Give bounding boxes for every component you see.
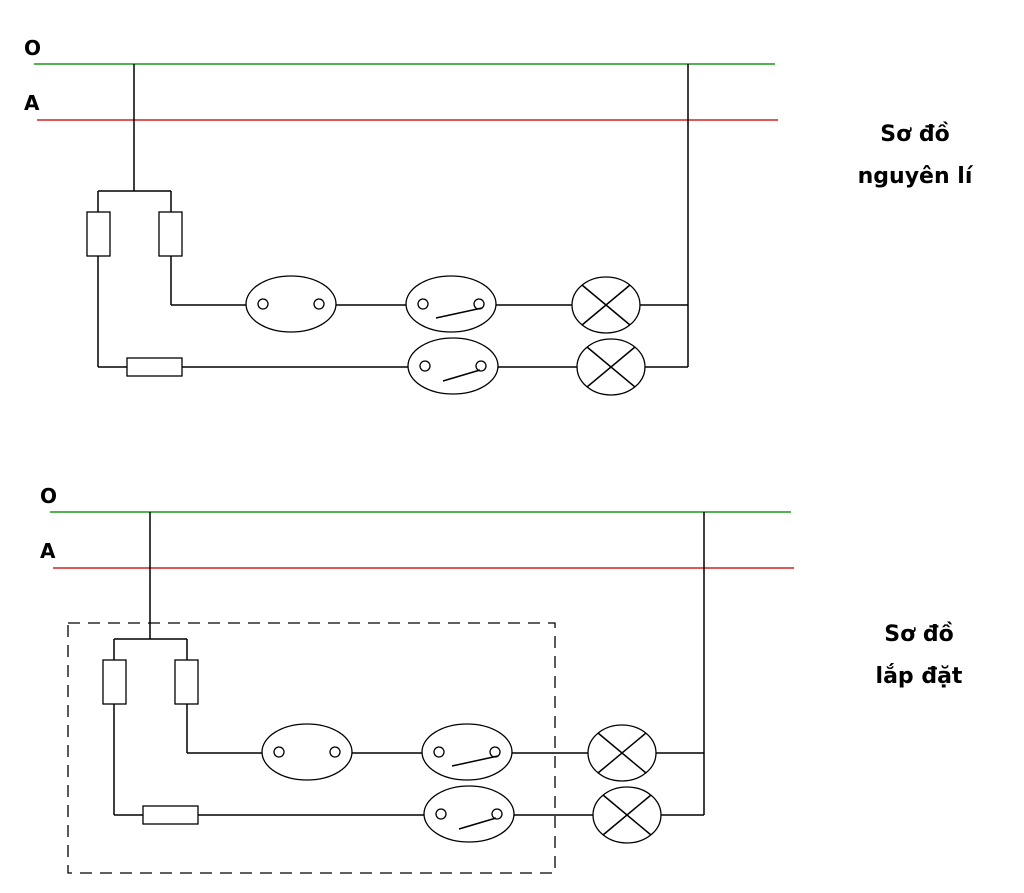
fuse-right xyxy=(158,211,183,257)
diagram-title-line2: lắp đặt xyxy=(876,663,963,689)
phase-wire-label: A xyxy=(24,91,40,115)
diagram-title-line2: nguyên lí xyxy=(858,164,974,189)
phase-wire-label: A xyxy=(40,539,56,563)
electrical-board-outline xyxy=(67,622,556,874)
switch-1-contact-left xyxy=(417,298,429,310)
socket-pin-left xyxy=(257,298,269,310)
switch-2-contact-right xyxy=(475,360,487,372)
fuse-right xyxy=(174,659,199,705)
lamp-1 xyxy=(587,724,657,782)
switch-2-contact-left xyxy=(419,360,431,372)
switch-2 xyxy=(423,785,515,843)
diagram-title-line1: Sơ đồ xyxy=(880,122,949,147)
switch-1-lever xyxy=(435,307,483,319)
switch-2-lever xyxy=(442,369,481,382)
fuse-left xyxy=(102,659,127,705)
installation-diagram: O A xyxy=(40,484,963,874)
fuse-horizontal xyxy=(126,357,183,377)
switch-2 xyxy=(407,337,499,395)
switch-1-contact-right xyxy=(489,746,501,758)
switch-2-contact-right xyxy=(491,808,503,820)
neutral-wire-label: O xyxy=(40,484,57,508)
socket-outlet xyxy=(245,275,337,333)
switch-2-contact-left xyxy=(435,808,447,820)
neutral-wire-label: O xyxy=(24,36,41,60)
switch-1-contact-right xyxy=(473,298,485,310)
lamp-2 xyxy=(576,338,646,396)
socket-pin-left xyxy=(273,746,285,758)
socket-pin-right xyxy=(329,746,341,758)
fuse-left xyxy=(86,211,111,257)
schematic-diagram: O A xyxy=(24,36,974,396)
fuse-horizontal xyxy=(142,805,199,825)
socket-outlet xyxy=(261,723,353,781)
lamp-2 xyxy=(592,786,662,844)
socket-pin-right xyxy=(313,298,325,310)
switch-1 xyxy=(405,275,497,333)
switch-1-contact-left xyxy=(433,746,445,758)
switch-1 xyxy=(421,723,513,781)
switch-2-lever xyxy=(458,817,497,830)
switch-1-lever xyxy=(451,755,499,767)
diagram-title-line1: Sơ đồ xyxy=(884,622,953,647)
lamp-1 xyxy=(571,276,641,334)
